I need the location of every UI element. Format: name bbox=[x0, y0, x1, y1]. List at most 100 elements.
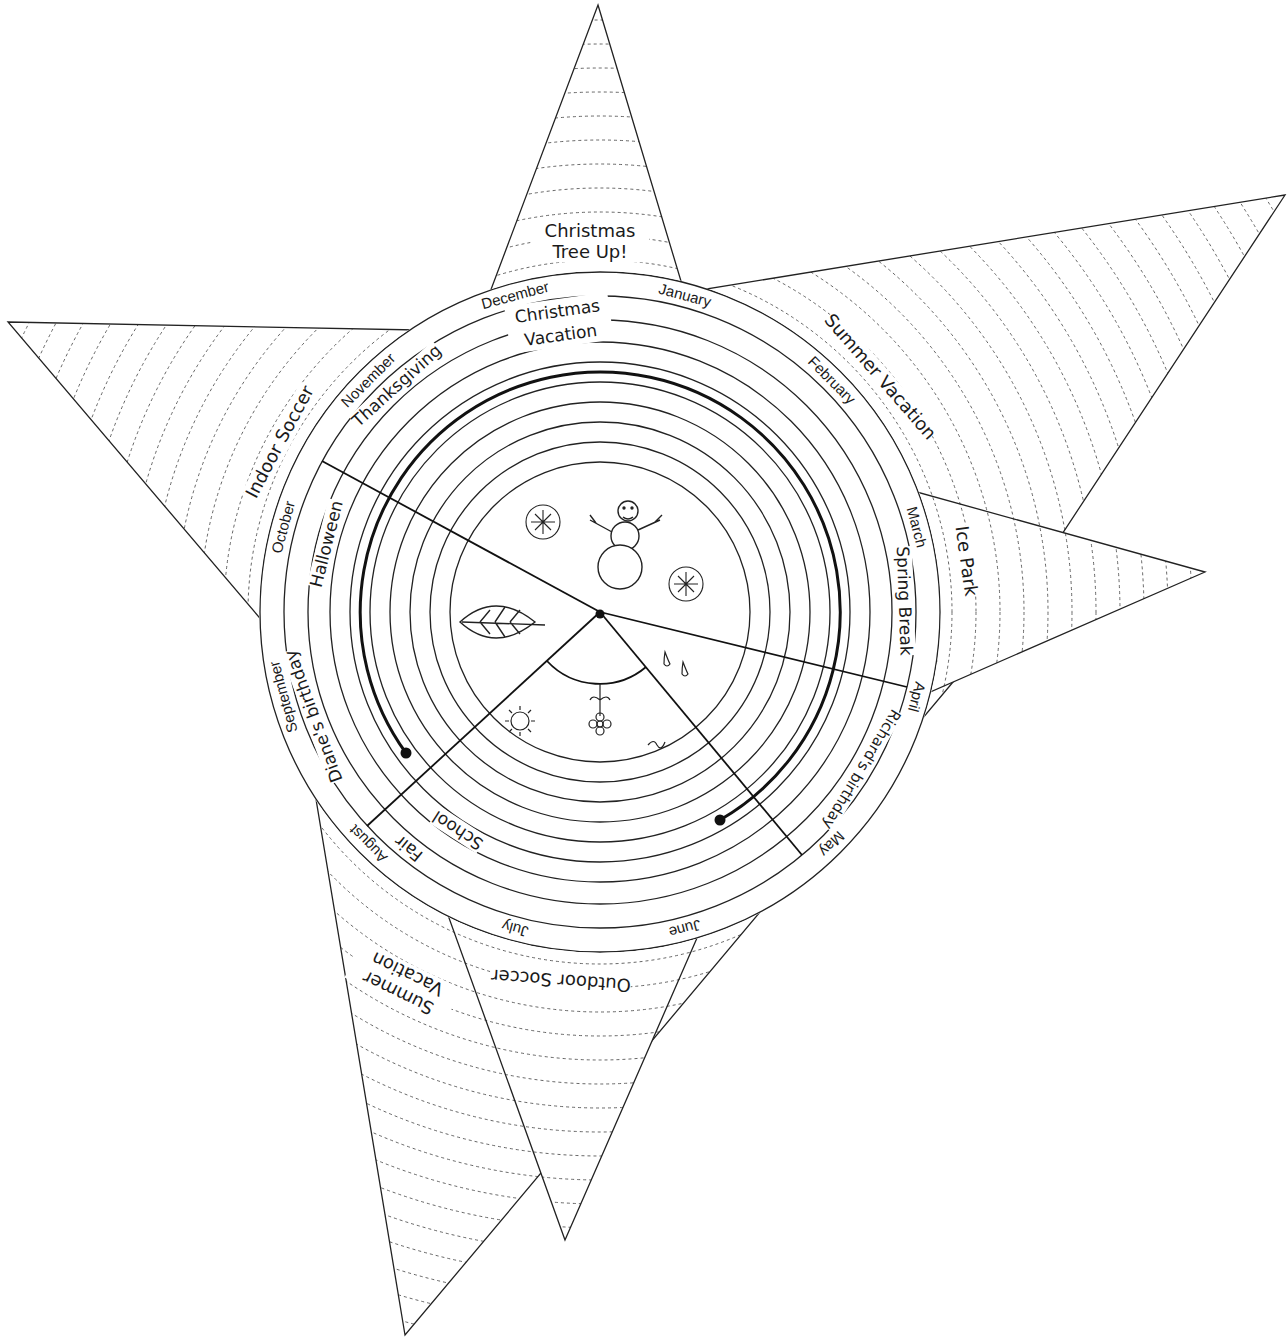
dashed-arc bbox=[80, 92, 1120, 1132]
sun-rays bbox=[505, 706, 535, 736]
snowflake-ring bbox=[526, 505, 560, 539]
dashed-arc bbox=[8, 20, 1192, 1204]
event-label: Richard's birthday bbox=[818, 706, 903, 832]
dashed-arc bbox=[32, 44, 1168, 1180]
snowman-icon bbox=[590, 501, 662, 589]
month-label: March bbox=[903, 505, 930, 550]
dashed-arc bbox=[0, 0, 1264, 1276]
month-label: August bbox=[345, 821, 390, 866]
sun-icon bbox=[505, 706, 535, 736]
dashed-arc bbox=[80, 92, 1120, 1132]
dashed-arc bbox=[32, 44, 1168, 1180]
season-arc bbox=[547, 661, 646, 684]
event-label: Halloween bbox=[307, 499, 347, 590]
event-label: Spring Break bbox=[892, 546, 915, 656]
leaf-icon bbox=[460, 606, 545, 638]
star-point: Summer Vacation bbox=[651, 195, 1285, 560]
month-label: June bbox=[667, 916, 703, 941]
month-label: October bbox=[268, 499, 298, 555]
dashed-arc bbox=[224, 236, 976, 988]
dashed-arc bbox=[248, 260, 952, 964]
snowflake-ring bbox=[669, 567, 703, 601]
dashed-arc bbox=[0, 0, 1288, 1300]
dashed-arc bbox=[128, 140, 1072, 1084]
snowman-base bbox=[598, 545, 642, 589]
flower-stem bbox=[590, 684, 610, 716]
dashed-arc bbox=[0, 0, 1264, 1276]
snowflake-spokes bbox=[674, 572, 698, 596]
star-point-outline bbox=[310, 632, 995, 1335]
snowman-head bbox=[618, 501, 638, 521]
star-point-fill bbox=[651, 195, 1285, 560]
snowman-mouth bbox=[623, 517, 633, 519]
center-dot bbox=[596, 610, 605, 619]
star-point-outline bbox=[870, 479, 1205, 710]
snowman-arms bbox=[590, 515, 662, 532]
dashed-arc bbox=[0, 0, 1264, 1276]
month-label: April bbox=[905, 680, 929, 713]
snowman-eye bbox=[631, 507, 633, 509]
star-point-outline bbox=[8, 322, 470, 650]
star-point-fill bbox=[431, 868, 725, 1240]
